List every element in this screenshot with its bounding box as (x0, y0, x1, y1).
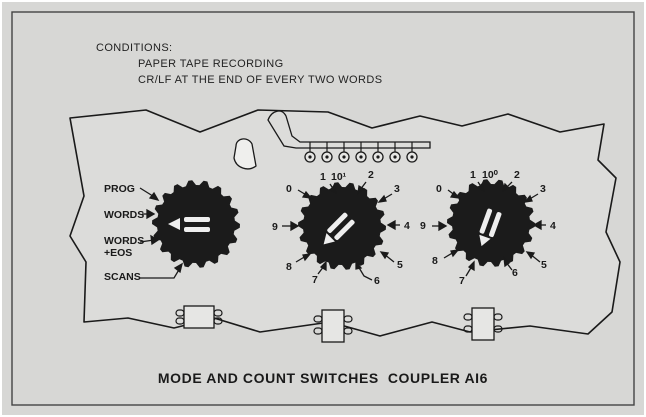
connector-pin (389, 142, 401, 163)
units-digit-6: 6 (512, 267, 518, 279)
mode-label-scans: SCANS (104, 271, 141, 283)
mode-label-words-eos-2: +EOS (104, 247, 132, 259)
conditions-block: CONDITIONS: PAPER TAPE RECORDING CR/LF A… (96, 42, 382, 86)
units-switch-arrows (432, 181, 546, 277)
count-switch-units: 10⁰ 1 0 2 3 4 5 6 7 8 9 (420, 169, 556, 287)
connector-pin (321, 142, 333, 163)
tens-digit-0: 0 (286, 183, 292, 195)
component-right (463, 307, 503, 341)
component-middle (313, 309, 353, 343)
units-digit-3: 3 (540, 183, 546, 195)
units-digit-0: 0 (436, 183, 442, 195)
count-switch-tens: 10¹ 1 0 2 3 4 5 6 7 8 9 (272, 169, 410, 287)
units-switch-pointer-icon (479, 234, 491, 247)
units-digit-9: 9 (420, 220, 426, 232)
mode-switch: PROG WORDS WORDS +EOS SCANS (104, 180, 240, 283)
arrow-scans (140, 267, 181, 279)
component-left (175, 305, 223, 329)
tens-digit-7: 7 (312, 274, 318, 286)
tens-multiplier: 10¹ (331, 171, 347, 183)
mode-switch-pointer-icon (168, 218, 180, 230)
mode-switch-indicator-bar-lower (184, 227, 210, 232)
conditions-heading: CONDITIONS: (96, 42, 173, 54)
connector-pins (304, 142, 418, 163)
mode-label-words: WORDS (104, 209, 144, 221)
connector-pin (355, 142, 367, 163)
tens-switch-indicator (323, 212, 355, 245)
connector-pin (372, 142, 384, 163)
units-digit-2: 2 (514, 169, 520, 181)
tens-switch-arrows (282, 181, 400, 281)
tens-digit-4: 4 (404, 220, 410, 232)
tens-digit-3: 3 (394, 183, 400, 195)
units-switch-knob (447, 179, 535, 267)
connector-pin (338, 142, 350, 163)
units-digit-1: 1 (470, 169, 476, 181)
tens-digit-5: 5 (397, 259, 403, 271)
mode-label-words-eos-1: WORDS (104, 235, 144, 247)
units-digit-4: 4 (550, 220, 556, 232)
mode-switch-arrows (139, 187, 184, 279)
connector-cable (267, 110, 431, 149)
figure-caption: MODE AND COUNT SWITCHES COUPLER AI6 (158, 370, 488, 386)
mode-switch-indicator-bar-upper (184, 217, 210, 222)
connector-pin (406, 142, 418, 163)
units-switch-indicator (479, 208, 502, 247)
mode-label-prog: PROG (104, 183, 135, 195)
connector-pin (304, 142, 316, 163)
mode-switch-knob (152, 180, 240, 268)
tens-digit-6: 6 (374, 275, 380, 287)
bottom-components (175, 305, 503, 343)
tens-digit-8: 8 (286, 261, 292, 273)
units-digit-8: 8 (432, 255, 438, 267)
units-digit-5: 5 (541, 259, 547, 271)
conditions-line-1: PAPER TAPE RECORDING (138, 58, 284, 70)
conditions-line-2: CR/LF AT THE END OF EVERY TWO WORDS (138, 74, 382, 86)
tens-digit-2: 2 (368, 169, 374, 181)
tens-switch-pointer-icon (323, 233, 335, 245)
connector-clip (233, 138, 257, 170)
units-multiplier: 10⁰ (482, 169, 499, 181)
units-digit-7: 7 (459, 275, 465, 287)
connector-strip (233, 110, 431, 170)
panel-border (11, 11, 635, 406)
tens-switch-knob (298, 182, 386, 270)
tens-digit-9: 9 (272, 221, 278, 233)
tens-digit-1: 1 (320, 171, 326, 183)
